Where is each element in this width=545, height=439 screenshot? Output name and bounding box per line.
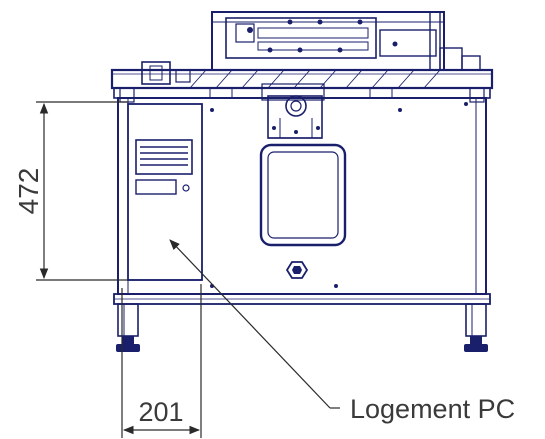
left-leg: [116, 303, 140, 352]
lower-rail: [113, 293, 491, 305]
callout-label: Logement PC: [350, 394, 515, 424]
central-mechanism: [259, 95, 347, 279]
table-top: [110, 55, 494, 90]
width-dimension: 201: [121, 284, 202, 438]
pc-housing: [127, 103, 203, 281]
upper-mechanism: [211, 11, 463, 71]
right-leg: [464, 303, 488, 352]
width-dimension-label: 201: [138, 397, 183, 427]
pc-callout: Logement PC: [169, 239, 515, 424]
height-dimension: 472: [13, 101, 128, 281]
height-dimension-label: 472: [13, 168, 44, 215]
